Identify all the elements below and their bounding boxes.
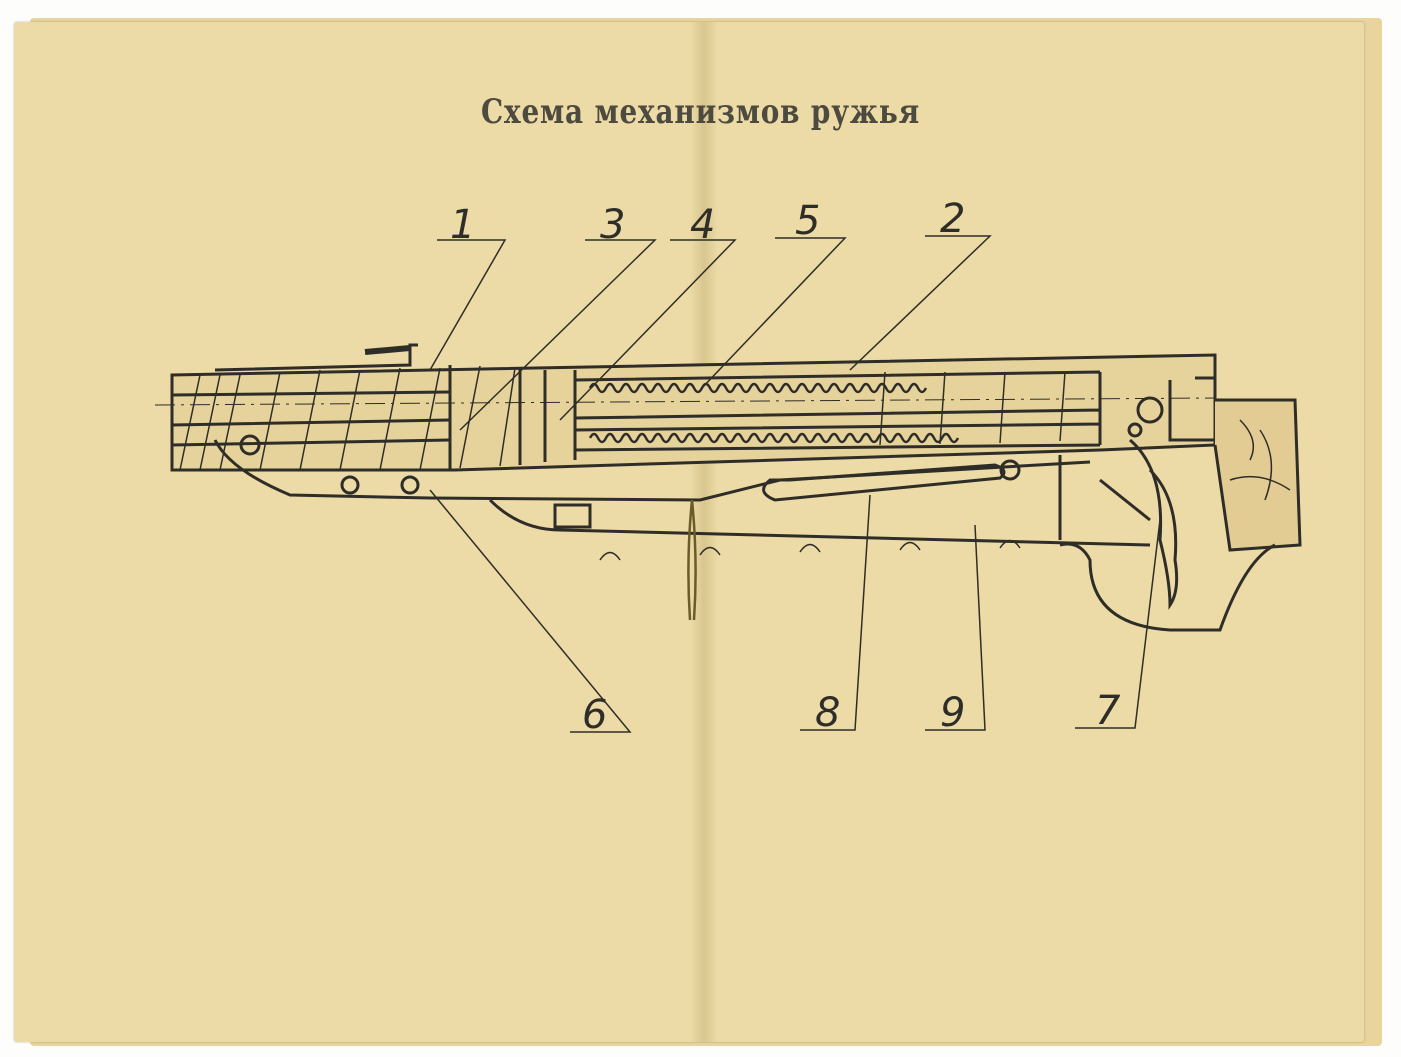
callout-label-9: 9 — [940, 690, 965, 736]
callout-label-8: 8 — [815, 690, 840, 736]
callout-label-7: 7 — [1095, 688, 1121, 734]
callout-leaders — [429, 235, 1161, 733]
staple — [687, 499, 697, 621]
callout-label-6: 6 — [582, 692, 607, 738]
diagram-title: Схема механизмов ружья — [480, 92, 921, 132]
callout-label-5: 5 — [795, 198, 820, 244]
gun-drawing — [154, 343, 1302, 632]
callout-label-1: 1 — [450, 202, 475, 248]
callout-label-3: 3 — [600, 202, 625, 248]
callout-label-4: 4 — [690, 202, 715, 248]
callout-label-2: 2 — [940, 196, 965, 242]
